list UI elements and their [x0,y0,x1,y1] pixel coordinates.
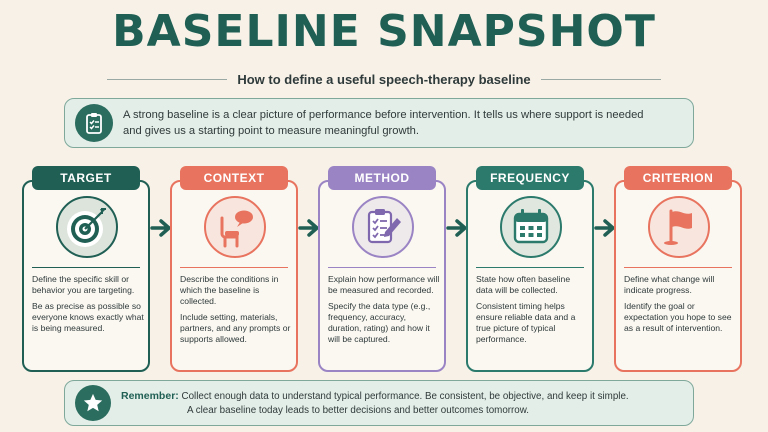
arrow-right-icon [594,219,615,237]
card-body-method: Explain how performance will be measured… [328,274,440,345]
remember-line-2: A clear baseline today leads to better d… [187,404,529,416]
card-tab-target: TARGET [32,166,140,190]
arrow-right-icon [446,219,467,237]
remember-line-1: Collect enough data to understand typica… [181,390,629,402]
card-context: CONTEXT Describe the conditions in which… [170,166,298,372]
card-tab-method: METHOD [328,166,436,190]
card-text: Explain how performance will be measured… [328,274,440,295]
card-text: Include setting, materials, partners, an… [180,312,291,344]
card-criterion: CRITERION Define what change will indica… [614,166,742,372]
card-tab-frequency: FREQUENCY [476,166,584,190]
arrow-right-icon [298,219,319,237]
intro-line-2: and gives us a starting point to measure… [123,125,420,137]
card-divider [328,267,436,268]
card-body-target: Define the specific skill or behavior yo… [32,274,144,334]
card-body-criterion: Define what change will indicate progres… [624,274,736,334]
subtitle-row: How to define a useful speech-therapy ba… [0,72,768,87]
target-bullseye-icon [56,196,118,258]
page-title: BASELINE SNAPSHOT [112,6,656,57]
card-target: TARGET Define the specific skill or beha… [22,166,150,372]
page-subtitle: How to define a useful speech-therapy ba… [237,72,531,87]
clipboard-checklist-icon [75,104,113,142]
subtitle-rule-left [107,78,228,81]
card-tab-criterion: CRITERION [624,166,732,190]
card-divider [476,267,584,268]
card-text: Identify the goal or expectation you hop… [624,301,732,333]
remember-text: Remember: Collect enough data to underst… [121,389,629,418]
intro-text: A strong baseline is a clear picture of … [123,107,644,139]
intro-line-1: A strong baseline is a clear picture of … [123,109,644,121]
arrow-right-icon [150,219,171,237]
clipboard-pencil-icon [352,196,414,258]
card-frequency: FREQUENCY State how often baseline data … [466,166,594,372]
card-divider [180,267,288,268]
star-icon [75,385,111,421]
card-method: METHOD Explain how performance will be m… [318,166,446,372]
remember-lead: Remember: [121,389,179,402]
subtitle-rule-right [540,78,661,81]
remember-panel: Remember: Collect enough data to underst… [64,380,694,426]
card-text: Specify the data type (e.g., frequency, … [328,301,431,344]
card-text: Describe the conditions in which the bas… [180,274,279,306]
intro-panel: A strong baseline is a clear picture of … [64,98,694,148]
card-divider [624,267,732,268]
card-text: State how often baseline data will be co… [476,274,571,295]
card-text: Consistent timing helps ensure reliable … [476,301,576,344]
card-text: Define what change will indicate progres… [624,274,715,295]
chair-speech-bubble-icon [204,196,266,258]
card-body-context: Describe the conditions in which the bas… [180,274,292,345]
card-tab-context: CONTEXT [180,166,288,190]
card-divider [32,267,140,268]
card-text: Be as precise as possible so everyone kn… [32,301,144,333]
flag-icon [648,196,710,258]
card-body-frequency: State how often baseline data will be co… [476,274,588,345]
calendar-icon [500,196,562,258]
card-text: Define the specific skill or behavior yo… [32,274,135,295]
